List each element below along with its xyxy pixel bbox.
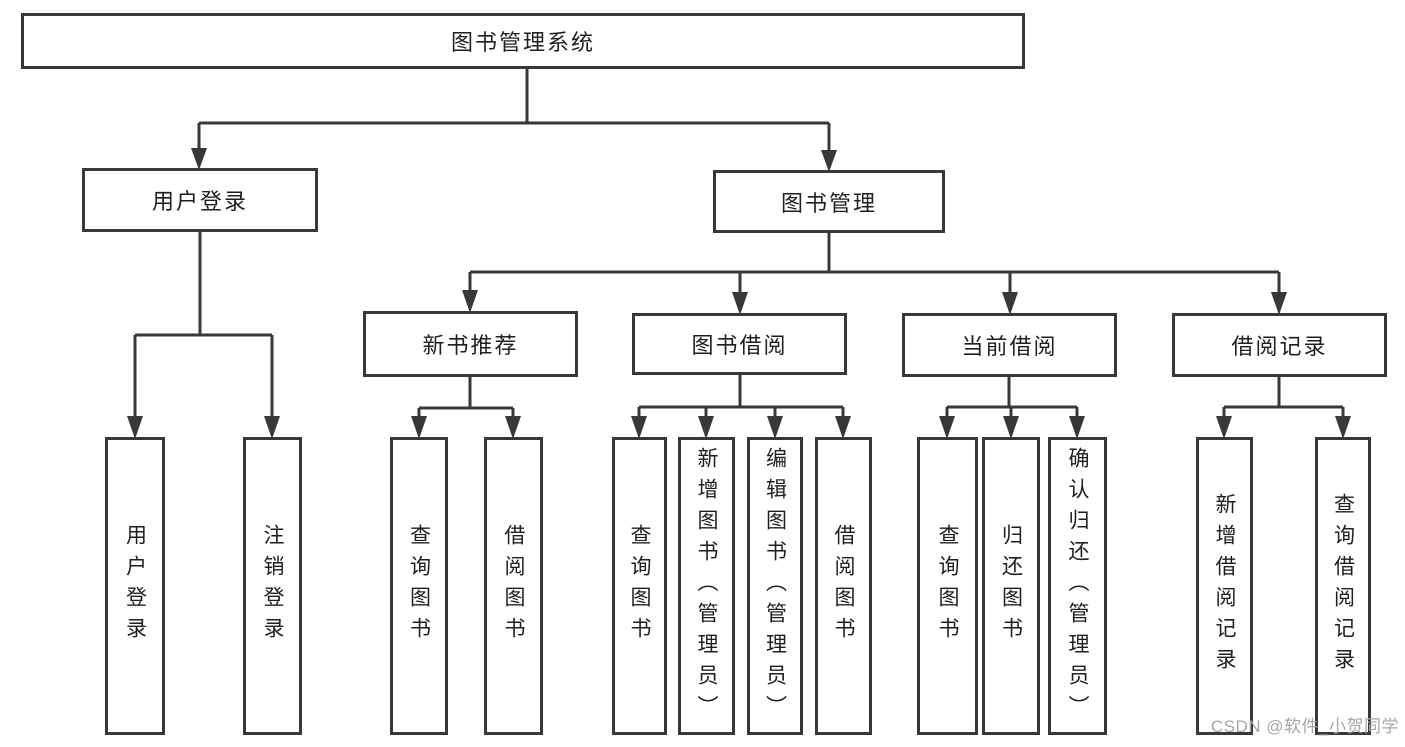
leaf-current-return-books: 归还图书 — [982, 437, 1040, 735]
leaf-user-login: 用户登录 — [105, 437, 165, 735]
node-current-borrow: 当前借阅 — [902, 313, 1117, 377]
leaf-current-confirm-return-admin: 确认归还（管理员） — [1048, 437, 1107, 735]
leaf-records-query-record: 查询借阅记录 — [1315, 437, 1371, 735]
leaf-newbook-query-books: 查询图书 — [390, 437, 448, 735]
leaf-borrow-edit-books-admin: 编辑图书（管理员） — [747, 437, 803, 735]
node-book-borrow: 图书借阅 — [632, 313, 847, 375]
leaf-records-add-record: 新增借阅记录 — [1196, 437, 1253, 735]
leaf-logout: 注销登录 — [243, 437, 302, 735]
node-new-book-recommend: 新书推荐 — [363, 311, 578, 377]
node-user-login-branch: 用户登录 — [82, 168, 318, 232]
leaf-borrow-borrow-books: 借阅图书 — [815, 437, 872, 735]
watermark-text: CSDN @软件_小贺同学 — [1210, 717, 1399, 736]
node-system-root: 图书管理系统 — [21, 13, 1025, 69]
node-borrow-records: 借阅记录 — [1172, 313, 1387, 377]
leaf-borrow-query-books: 查询图书 — [612, 437, 667, 735]
leaf-borrow-add-books-admin: 新增图书（管理员） — [678, 437, 735, 735]
leaf-current-query-books: 查询图书 — [917, 437, 978, 735]
node-book-mgmt-branch: 图书管理 — [713, 170, 945, 233]
leaf-newbook-borrow-books: 借阅图书 — [484, 437, 543, 735]
